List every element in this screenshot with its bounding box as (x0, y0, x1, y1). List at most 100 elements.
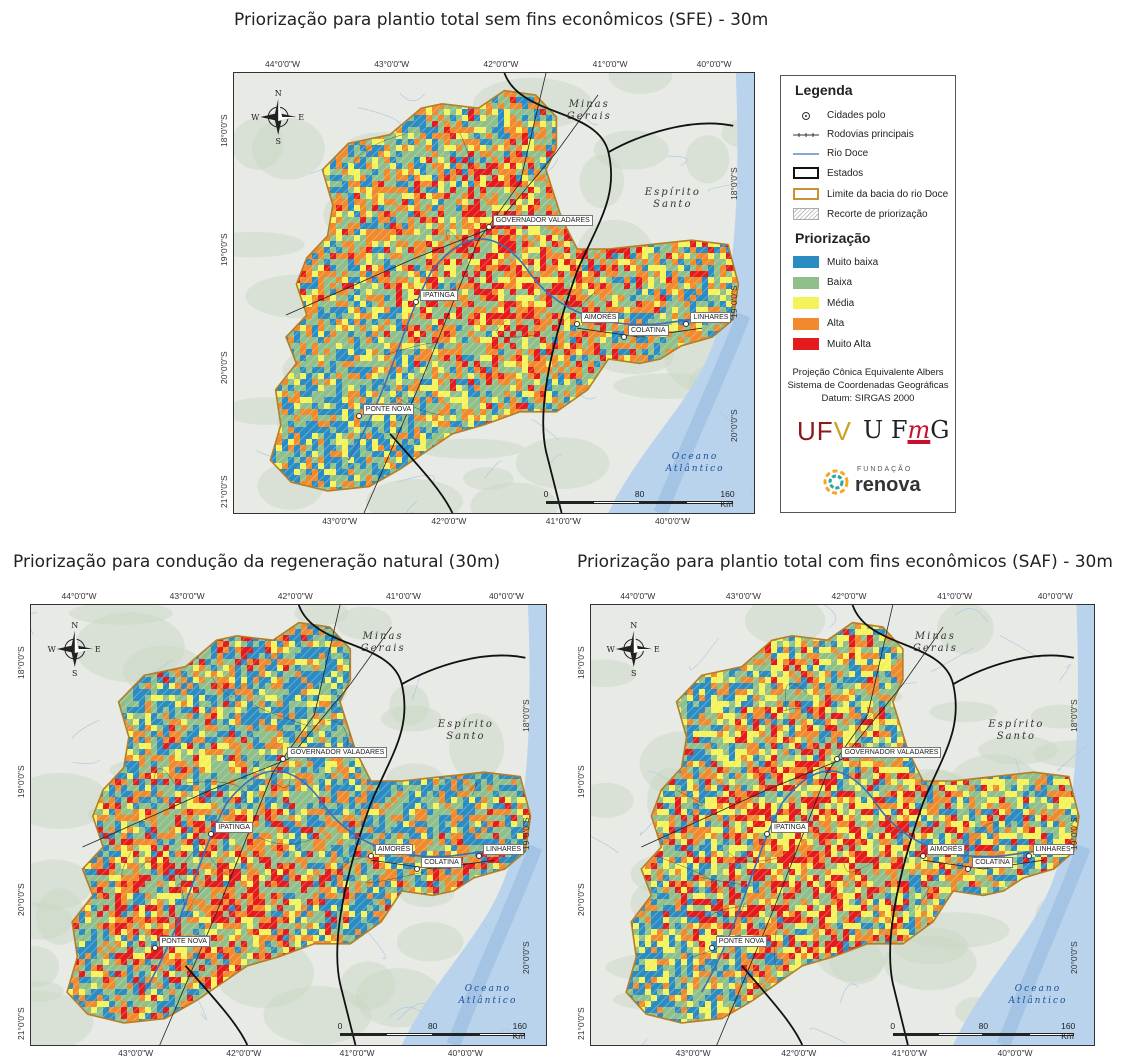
lon-tick-top: 40°0'0"W (696, 59, 732, 69)
priority-label: Baixa (827, 277, 853, 288)
lat-tick-left: 20°0'0"S (16, 883, 26, 917)
city-point-icon (834, 756, 841, 762)
city-label: IPATINGA (771, 821, 809, 833)
lon-tick-top: 41°0'0"W (592, 59, 628, 69)
lat-tick-right: 18°0'0"S (729, 166, 739, 200)
city-label: LINHARES (1032, 843, 1074, 855)
lon-tick-top: 42°0'0"W (831, 591, 867, 601)
lon-tick-bottom: 40°0'0"W (997, 1048, 1033, 1058)
priority-swatch (793, 317, 819, 330)
lon-tick-top: 44°0'0"W (265, 59, 300, 69)
city-point-icon (965, 866, 972, 872)
city-label: GOVERNADOR VALADARES (841, 747, 942, 758)
lon-tick-top: 43°0'0"W (725, 591, 761, 601)
compass-e-label: E (95, 645, 101, 654)
legend-item-roads: Rodovias principais (793, 129, 914, 140)
compass-e-label: E (654, 645, 660, 654)
legend-label-basin: Limite da bacia do rio Doce (827, 188, 949, 200)
legend-item-cities: Cidades polo (793, 110, 885, 121)
lat-tick-left: 19°0'0"S (16, 764, 26, 798)
city-point-icon (355, 413, 362, 420)
city-point-icon (413, 298, 419, 305)
legend-label-cutout: Recorte de priorização (827, 208, 928, 220)
city-point-icon (1025, 852, 1032, 859)
city-point-icon (708, 945, 715, 952)
lon-tick-top: 41°0'0"W (385, 591, 421, 601)
priority-class-1: Muito baixa (793, 256, 878, 268)
lon-tick-top: 40°0'0"W (1037, 591, 1073, 601)
compass-w-label: W (48, 645, 57, 654)
city-point-icon (367, 852, 374, 859)
city-label: IPATINGA (215, 821, 253, 833)
top-map-title: Priorização para plantio total sem fins … (234, 10, 769, 30)
city-label: PONTE NOVA (362, 404, 415, 416)
legend-label-states: Estados (827, 167, 864, 179)
lat-tick-left: 21°0'0"S (219, 474, 229, 508)
datum-text: Datum: SIRGAS 2000 (821, 393, 915, 404)
city-label: IPATINGA (420, 289, 458, 301)
scale-label-end: 160 Km (512, 1020, 527, 1041)
legend-item-river: Rio Doce (793, 148, 868, 159)
compass-n-label: N (71, 621, 78, 630)
city-label: PONTE NOVA (715, 936, 768, 948)
city-label: PONTE NOVA (158, 936, 210, 948)
lon-tick-bottom: 42°0'0"W (226, 1048, 262, 1058)
road-line-icon (793, 132, 819, 137)
lon-tick-bottom: 41°0'0"W (545, 516, 581, 526)
city-point-icon (574, 320, 581, 327)
scale-label-zero: 0 (543, 488, 549, 499)
priority-swatch (793, 297, 819, 309)
lon-tick-bottom: 41°0'0"W (891, 1048, 927, 1058)
lon-tick-bottom: 40°0'0"W (447, 1048, 483, 1058)
scale-label-zero: 0 (890, 1020, 896, 1031)
city-point-icon (208, 830, 215, 837)
priority-swatch (793, 276, 819, 289)
lat-tick-left: 18°0'0"S (576, 646, 586, 679)
compass-s-label: S (631, 669, 636, 678)
lat-tick-right: 20°0'0"S (729, 408, 739, 442)
priority-label: Média (827, 297, 855, 309)
legend-item-states: Estados (793, 167, 863, 179)
city-label: GOVERNADOR VALADARES (287, 747, 388, 758)
city-point-icon (485, 224, 492, 230)
legend-item-cutout: Recorte de priorização (793, 208, 928, 220)
states-swatch (793, 167, 819, 179)
priority-swatch (793, 338, 819, 350)
city-point-icon (280, 756, 287, 762)
ufv-logo: UFV (797, 416, 853, 446)
scale-label-mid: 80 (634, 488, 645, 499)
city-label: GOVERNADOR VALADARES (492, 215, 593, 226)
city-point-icon (414, 866, 421, 872)
city-point-icon (476, 852, 483, 859)
renova-text: renova (855, 474, 921, 496)
lat-tick-left: 19°0'0"S (219, 232, 229, 266)
renova-logo: FUNDAÇÃO renova (821, 464, 931, 500)
scale-label-end: 160 Km (1061, 1020, 1076, 1041)
lon-tick-top: 41°0'0"W (937, 591, 973, 601)
city-label: LINHARES (690, 311, 732, 323)
river-line-icon (793, 152, 819, 155)
compass-n-label: N (275, 89, 282, 98)
lon-tick-top: 43°0'0"W (374, 59, 410, 69)
fundacao-text: FUNDAÇÃO (857, 466, 913, 473)
lat-tick-right: 18°0'0"S (521, 698, 531, 732)
lat-tick-left: 20°0'0"S (576, 883, 586, 917)
lat-tick-left: 21°0'0"S (16, 1006, 26, 1040)
scale-label-zero: 0 (337, 1020, 343, 1031)
lat-tick-left: 19°0'0"S (576, 764, 586, 798)
basin-swatch (793, 188, 819, 200)
priority-class-2: Baixa (793, 276, 853, 289)
bottom-right-map-title: Priorização para plantio total com fins … (577, 552, 1113, 572)
